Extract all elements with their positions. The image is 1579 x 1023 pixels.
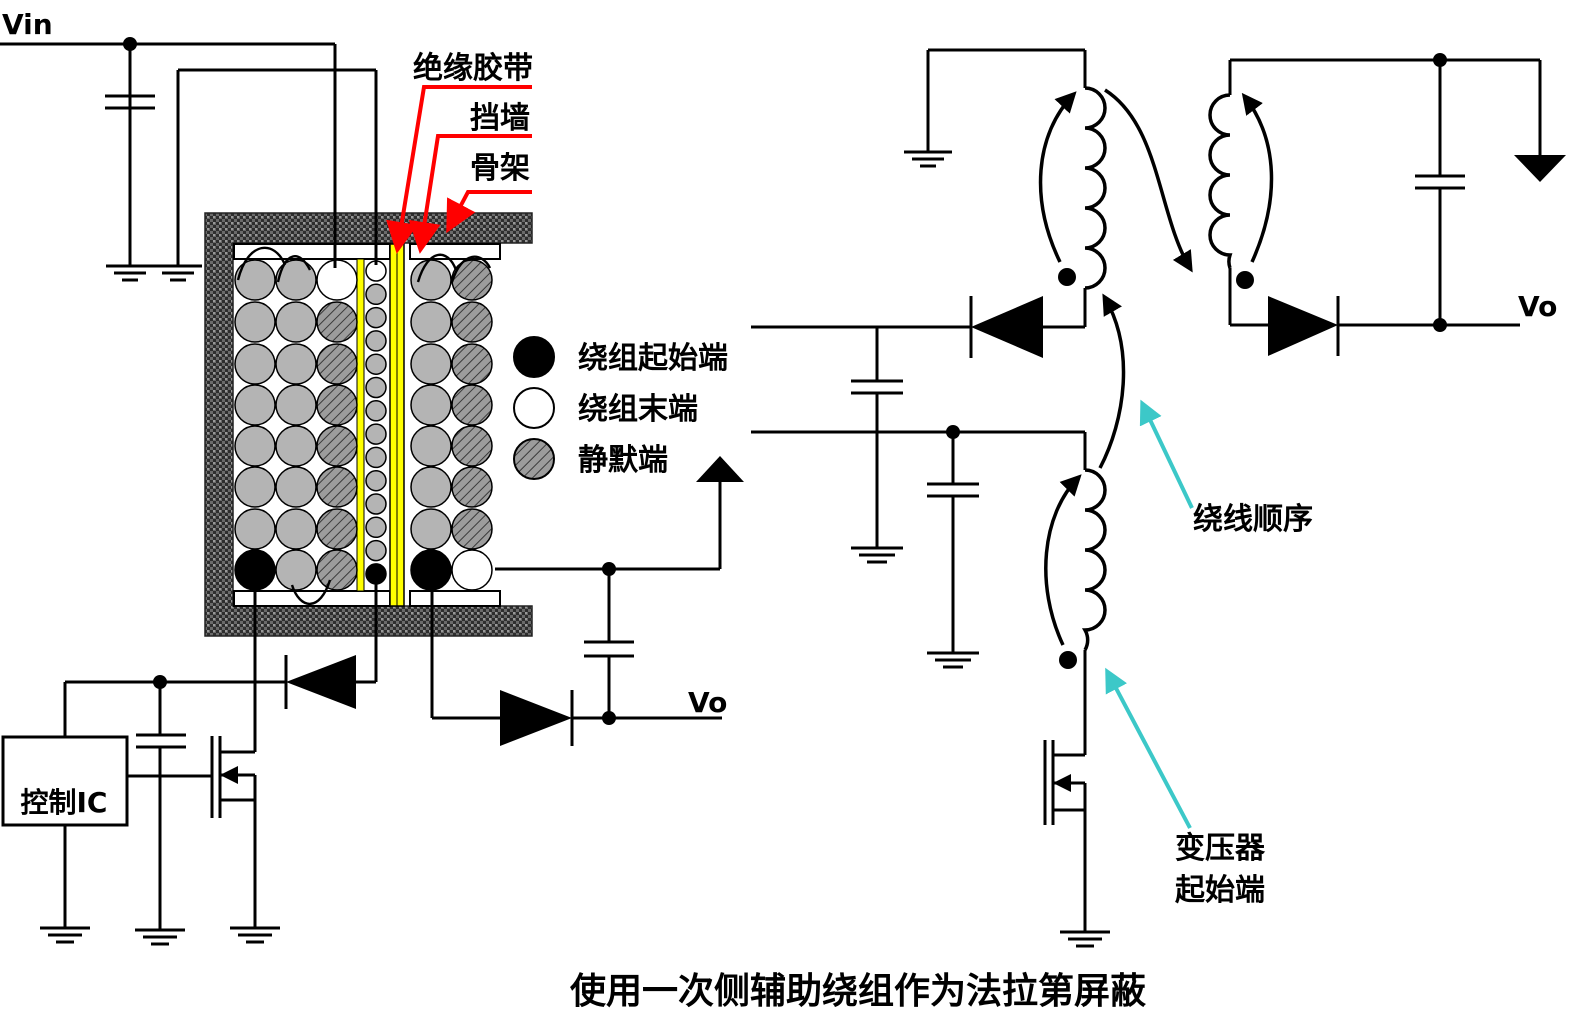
quiet-wire bbox=[316, 466, 358, 508]
primary-wire bbox=[234, 343, 276, 385]
quiet-wire bbox=[451, 343, 493, 385]
primary-diode bbox=[971, 296, 1043, 358]
shield-wire bbox=[365, 330, 387, 352]
primary-wire bbox=[275, 301, 317, 343]
shield-wire bbox=[365, 353, 387, 375]
control-ic-label: 控制IC bbox=[21, 786, 108, 819]
shield-wire bbox=[365, 493, 387, 515]
bobbin-label: 骨架 bbox=[470, 151, 530, 186]
shield-wire bbox=[365, 423, 387, 445]
bobbin-flange-top-left bbox=[233, 243, 391, 260]
secondary-wire bbox=[410, 425, 452, 467]
output-diode-left bbox=[500, 690, 572, 746]
secondary-wire bbox=[410, 508, 452, 550]
secondary-wire bbox=[410, 466, 452, 508]
primary-wire bbox=[275, 425, 317, 467]
winding-order-arrows bbox=[1038, 88, 1274, 646]
vo-left-label: Vo bbox=[688, 686, 727, 719]
secondary-wire bbox=[410, 301, 452, 343]
shield-wire bbox=[365, 376, 387, 399]
bobbin-flange-bottom-right bbox=[409, 590, 501, 607]
mosfet-arrow-right bbox=[1053, 774, 1071, 792]
quiet-wire bbox=[316, 384, 358, 426]
primary-wire bbox=[275, 508, 317, 550]
legend bbox=[513, 336, 555, 480]
primary-wire bbox=[234, 508, 276, 550]
legend-end-label: 绕组末端 bbox=[578, 392, 698, 427]
bobbin-flange-top-right bbox=[409, 243, 501, 260]
primary-wire bbox=[275, 343, 317, 385]
quiet-wire bbox=[451, 384, 493, 426]
output-arrow-right bbox=[1514, 155, 1566, 182]
right-circuit bbox=[751, 48, 1542, 948]
shield-wire bbox=[365, 306, 387, 329]
winding-order-label: 绕线顺序 bbox=[1193, 502, 1313, 537]
quiet-wire bbox=[451, 508, 493, 550]
control-ic-box bbox=[1, 735, 129, 827]
quiet-wire bbox=[316, 549, 358, 591]
legend-start-dot bbox=[513, 336, 555, 378]
primary-wire bbox=[234, 384, 276, 426]
output-diode-right bbox=[1268, 296, 1338, 356]
shield-wire bbox=[365, 469, 387, 492]
primary-wire bbox=[234, 301, 276, 343]
quiet-wire bbox=[451, 425, 493, 467]
output-arrow-left bbox=[696, 456, 744, 482]
shield-wire bbox=[365, 539, 387, 562]
transformer-start-label-2: 起始端 bbox=[1175, 873, 1265, 908]
primary-wire bbox=[275, 259, 317, 301]
quiet-wire bbox=[316, 343, 358, 385]
transformer-cross-section bbox=[204, 212, 533, 637]
shield-wire bbox=[365, 283, 387, 306]
quiet-wire bbox=[451, 301, 493, 343]
legend-quiet-label: 静默端 bbox=[578, 443, 668, 478]
transformer-start-label-1: 变压器 bbox=[1175, 831, 1266, 866]
primary-wire bbox=[234, 466, 276, 508]
shield-wire bbox=[365, 400, 387, 422]
winding-end-wire bbox=[316, 259, 358, 301]
shield-wire bbox=[365, 516, 387, 539]
mosfet-arrow-left bbox=[220, 766, 238, 784]
legend-end-dot bbox=[513, 387, 555, 429]
quiet-wire bbox=[316, 301, 358, 343]
vo-right-label: Vo bbox=[1518, 290, 1557, 323]
caption: 使用一次侧辅助绕组作为法拉第屏蔽 bbox=[570, 971, 1147, 1012]
legend-start-label: 绕组起始端 bbox=[578, 341, 728, 376]
aux-diode bbox=[286, 655, 356, 709]
red-pointers bbox=[386, 85, 532, 254]
winding-wire-cross-sections bbox=[234, 259, 493, 591]
quiet-wire bbox=[316, 425, 358, 467]
primary-wire bbox=[234, 425, 276, 467]
primary-wire bbox=[275, 466, 317, 508]
insulation-tape-inner bbox=[356, 258, 365, 592]
tape-label: 绝缘胶带 bbox=[413, 51, 533, 86]
shield-wire bbox=[365, 446, 387, 469]
vin-label: Vin bbox=[2, 8, 53, 41]
legend-quiet-dot bbox=[513, 438, 555, 480]
quiet-wire bbox=[451, 466, 493, 508]
secondary-wire bbox=[410, 259, 452, 301]
secondary-wire bbox=[410, 384, 452, 426]
winding-end-wire bbox=[451, 549, 493, 591]
cyan-pointers bbox=[1105, 399, 1194, 829]
secondary-wire bbox=[410, 343, 452, 385]
quiet-wire bbox=[316, 508, 358, 550]
primary-wire bbox=[275, 549, 317, 591]
primary-wire bbox=[275, 384, 317, 426]
margin-wall-label: 挡墙 bbox=[470, 101, 530, 136]
primary-wire bbox=[234, 259, 276, 301]
